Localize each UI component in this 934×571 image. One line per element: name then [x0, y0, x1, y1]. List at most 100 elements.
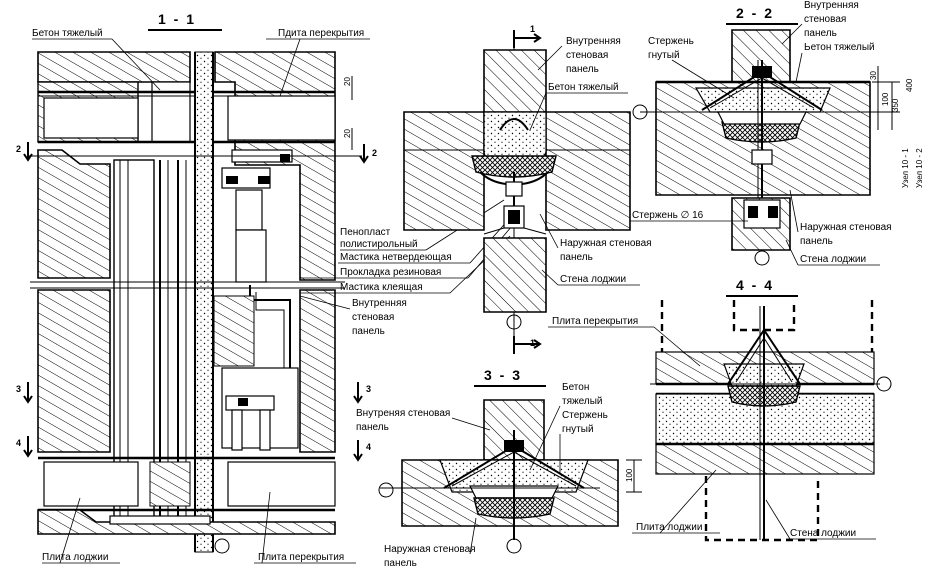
mid-bent-rod	[249, 285, 291, 370]
callout-circle	[378, 482, 394, 498]
marker-1-top: 1	[530, 24, 535, 34]
node-ref-2: Узел 10 - 2	[915, 148, 924, 188]
section-title-4-4: 4 - 4	[736, 277, 774, 293]
middle-detail: 1 1 Внутренняя стеновая панель Бетон тяж…	[403, 24, 652, 354]
label-concrete-heavy: Бетон тяжелый	[32, 28, 103, 39]
marker-arrow	[359, 144, 369, 164]
dim-100b: 100	[625, 468, 634, 482]
mid-block	[238, 398, 248, 406]
slab-void-left	[43, 97, 139, 139]
label-inner-panel-a: Внутренняя	[352, 298, 407, 309]
marker-arrow	[353, 440, 363, 462]
marker-arrow	[23, 436, 33, 458]
leader-line	[653, 326, 701, 367]
label-heavy-concrete-b: тяжелый	[562, 396, 603, 407]
mid-bent-rod-inner	[255, 292, 285, 370]
leader-line	[451, 417, 491, 431]
mastic-curve	[521, 171, 549, 185]
label-loggia-slab: Плита лоджии	[636, 522, 702, 533]
label-bent-rod-b: гнутый	[562, 424, 594, 435]
marker-arrow-1	[513, 30, 542, 48]
leader-line	[529, 405, 561, 471]
leader-line	[279, 38, 301, 97]
leader-line	[765, 499, 791, 540]
bracket-block	[258, 176, 270, 184]
mastic-curve	[479, 171, 507, 185]
upper-wall-left	[37, 51, 191, 83]
leader-line	[261, 491, 271, 564]
leader-line	[671, 59, 735, 99]
left-wall-lower	[37, 289, 111, 453]
section-title-2-2: 2 - 2	[736, 5, 774, 21]
label-inner-panel-b: стеновая	[352, 312, 394, 323]
label-inner-panel-a: Внутреняя стеновая	[356, 408, 450, 419]
mastic-joint	[483, 227, 547, 235]
leader-line	[781, 23, 803, 45]
label-outer-panel-b: панель	[560, 252, 593, 263]
bent-rod-arc	[499, 118, 529, 131]
rubber-gasket	[471, 155, 557, 178]
marker-4-left: 4	[16, 438, 21, 448]
label-loggia-wall: Стена лоджии	[800, 254, 866, 265]
rod16-block	[768, 206, 778, 218]
callout-circle	[214, 538, 230, 554]
dim-30: 30	[869, 71, 878, 80]
label-loggia-slab: Плита лоджии	[42, 552, 108, 563]
label-rod-16: Стержень ∅ 16	[632, 210, 704, 221]
marker-arrow-1	[513, 336, 542, 354]
leader-line	[785, 239, 799, 266]
section-title-1-1: 1 - 1	[158, 11, 196, 27]
label-loggia-wall: Стена лоджии	[790, 528, 856, 539]
leader-line	[111, 38, 161, 91]
callout-circle	[876, 376, 892, 392]
callout-circle	[632, 104, 648, 120]
mid-bracket	[225, 395, 275, 411]
marker-arrow	[23, 382, 33, 404]
label-outer-panel-b: панель	[800, 236, 833, 247]
mid-stem	[231, 409, 243, 451]
label-floor-slab-top: Пдита перекрытия	[278, 28, 364, 39]
label-inner-panel-c: панель	[804, 28, 837, 39]
dim-400: 400	[905, 78, 914, 92]
section-1-1: 1 - 1	[16, 11, 377, 564]
label-floor-slab: Плита перекрытия	[552, 316, 638, 327]
marker-3: 3	[366, 384, 371, 394]
bracket-lower	[235, 229, 267, 283]
slab-void-right	[227, 95, 336, 141]
label-polystyrene-2: полистирольный	[340, 239, 418, 250]
mid-wall-hatch	[213, 295, 255, 367]
callout-circle	[506, 314, 522, 330]
insulation-strip	[194, 51, 214, 553]
label-nonhardening-mastic: Мастика нетвердеющая	[340, 252, 452, 263]
bottom-connector	[109, 515, 211, 525]
label-heavy-concrete: Ьетон тяжелый	[804, 42, 875, 53]
label-inner-panel-b: панель	[356, 422, 389, 433]
slab-right	[545, 111, 631, 231]
label-bent-rod-b: гнутый	[648, 50, 680, 61]
dim-100: 100	[881, 92, 890, 106]
rod16-block	[748, 206, 758, 218]
leader-line	[299, 295, 351, 310]
leader-line	[59, 497, 81, 564]
label-adhesive-mastic: Мастика клеящая	[340, 282, 423, 293]
dim-350: 350	[891, 98, 900, 112]
label-outer-panel-b: панель	[384, 558, 417, 569]
marker-arrow	[23, 142, 33, 162]
callout-circle	[506, 538, 522, 554]
marker-arrow	[353, 382, 363, 404]
label-bent-rod-a: Стержень	[648, 36, 694, 47]
label-inner-panel-b: стеновая	[804, 14, 846, 25]
label-floor-slab-bottom: Плита перекрытия	[258, 552, 344, 563]
right-wall-upper	[214, 51, 336, 281]
bottom-concrete	[149, 461, 191, 507]
connector-block	[280, 154, 290, 162]
loggia-slab-void	[43, 461, 139, 507]
outer-wall-loggia	[483, 237, 547, 313]
label-heavy-concrete: Бетон тяжелый	[548, 82, 619, 93]
leader-line	[537, 45, 563, 71]
rubber-insert	[508, 210, 520, 224]
label-inner-panel-b: стеновая	[566, 50, 608, 61]
section-3-3: 3 - 3 3 4 100 Внутреняя стеновая панель …	[353, 367, 642, 569]
bracket-block	[226, 176, 238, 184]
dim-20b: 20	[343, 129, 352, 138]
